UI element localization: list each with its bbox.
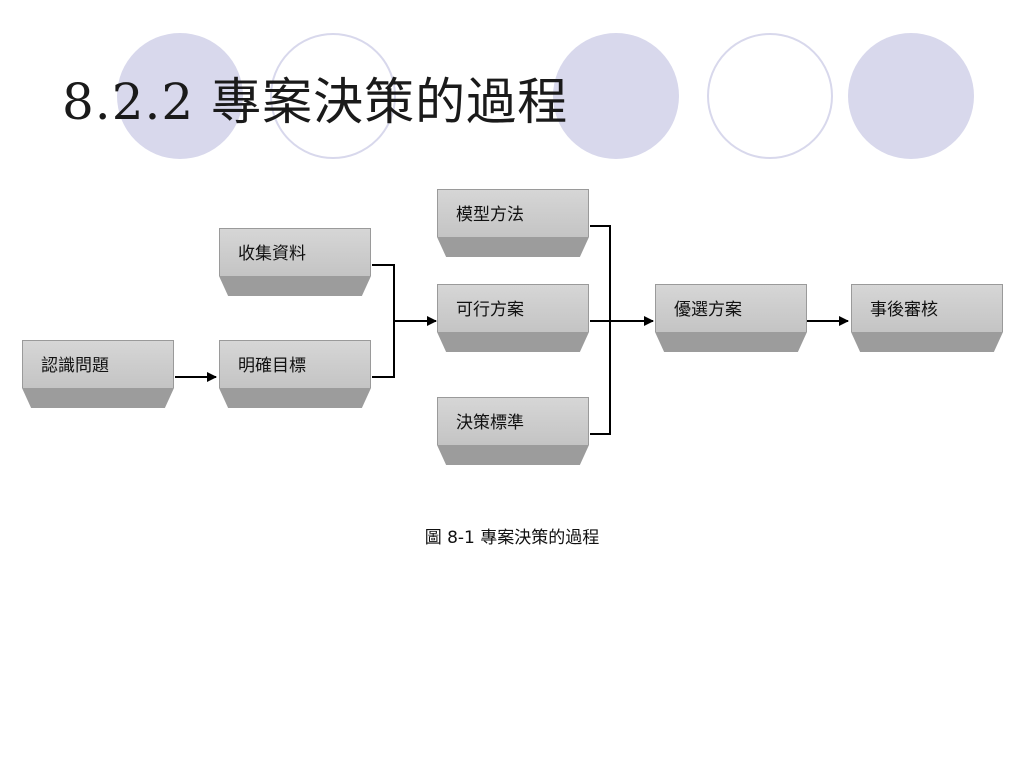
decor-circle-4 [707, 33, 833, 159]
bracket-collect-clarify [372, 264, 395, 378]
decor-circle-3 [553, 33, 679, 159]
step-box-decision-criteria: 決策標準 [437, 397, 589, 465]
bracket-model-criteria [590, 225, 611, 435]
figure-caption: 圖 8-1 專案決策的過程 [424, 528, 600, 548]
step-box-clarify-goal: 明確目標 [219, 340, 371, 408]
step-box-model-method: 模型方法 [437, 189, 589, 257]
step-box-base [655, 332, 807, 352]
decor-circle-5 [848, 33, 974, 159]
step-box-base [22, 388, 174, 408]
step-box-feasible-plan: 可行方案 [437, 284, 589, 352]
step-label-model-method: 模型方法 [437, 189, 589, 237]
step-box-post-review: 事後審核 [851, 284, 1003, 352]
step-label-optimal-plan: 優選方案 [655, 284, 807, 332]
step-box-recognize-problem: 認識問題 [22, 340, 174, 408]
step-label-collect-data: 收集資料 [219, 228, 371, 276]
step-box-optimal-plan: 優選方案 [655, 284, 807, 352]
decor-circle-2 [270, 33, 396, 159]
step-box-base [437, 445, 589, 465]
step-box-base [437, 332, 589, 352]
step-box-base [437, 237, 589, 257]
step-label-decision-criteria: 決策標準 [437, 397, 589, 445]
step-label-clarify-goal: 明確目標 [219, 340, 371, 388]
step-label-feasible-plan: 可行方案 [437, 284, 589, 332]
step-box-base [851, 332, 1003, 352]
decor-circle-1 [117, 33, 243, 159]
step-box-collect-data: 收集資料 [219, 228, 371, 296]
slide-title: 8.2.2 專案決策的過程 [62, 73, 569, 131]
step-label-post-review: 事後審核 [851, 284, 1003, 332]
step-box-base [219, 276, 371, 296]
step-box-base [219, 388, 371, 408]
step-label-recognize-problem: 認識問題 [22, 340, 174, 388]
